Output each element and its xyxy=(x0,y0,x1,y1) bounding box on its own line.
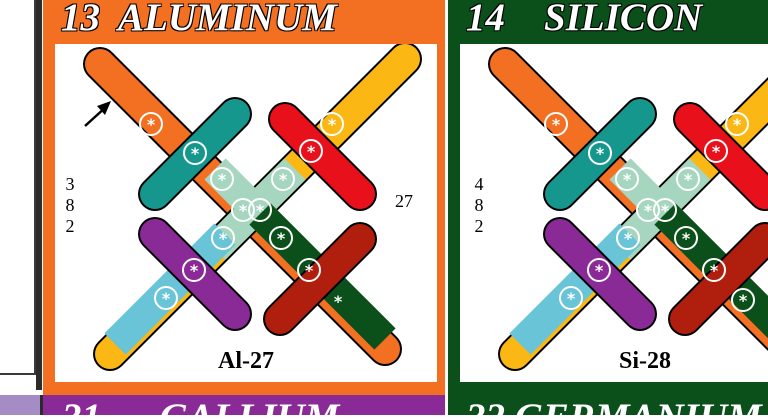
shell-number: 8 xyxy=(63,195,77,216)
shell-number: 2 xyxy=(63,216,77,237)
svg-text:*: * xyxy=(596,144,605,163)
svg-text:*: * xyxy=(162,289,171,308)
svg-text:*: * xyxy=(191,144,200,163)
diagram-area: * * * * * * * * * * * * * * 3 8 2 xyxy=(55,44,437,382)
shell-number: 2 xyxy=(472,216,486,237)
electron-shell-diagram: * * * * * * * * * * * * * * xyxy=(460,44,768,382)
svg-text:*: * xyxy=(334,292,343,311)
svg-text:*: * xyxy=(739,291,748,310)
shell-number: 4 xyxy=(472,174,486,195)
isotope-label: Al-27 xyxy=(176,348,316,375)
electron-marker: * xyxy=(334,292,343,311)
svg-text:*: * xyxy=(147,115,156,134)
svg-text:*: * xyxy=(712,142,721,161)
diagram-area: * * * * * * * * * * * * * * 4 8 2 Si-28 xyxy=(460,44,768,382)
aluminum-card[interactable]: 13 ALUMINUM xyxy=(43,0,445,395)
silicon-card[interactable]: 14 SILICON * xyxy=(448,0,768,395)
arrow-pointer-icon xyxy=(85,101,111,126)
gallium-title: 31 GALLIUM xyxy=(62,395,442,419)
card-title: 13 ALUMINUM xyxy=(61,0,337,40)
svg-text:*: * xyxy=(307,142,316,161)
next-row-edge xyxy=(0,395,40,415)
svg-text:*: * xyxy=(682,229,691,248)
svg-text:*: * xyxy=(624,229,633,248)
panel-divider xyxy=(36,0,42,390)
shell-number: 3 xyxy=(63,174,77,195)
svg-text:*: * xyxy=(219,229,228,248)
svg-text:*: * xyxy=(733,115,742,134)
svg-text:*: * xyxy=(328,115,337,134)
svg-text:*: * xyxy=(256,201,265,220)
previous-card-inner xyxy=(0,0,36,375)
svg-text:*: * xyxy=(623,170,632,189)
svg-text:*: * xyxy=(710,261,719,280)
germanium-title: 32 GERMANIUM xyxy=(466,395,766,419)
svg-text:*: * xyxy=(552,115,561,134)
shell-number: 8 xyxy=(472,195,486,216)
svg-text:*: * xyxy=(684,170,693,189)
isotope-label: Si-28 xyxy=(580,348,710,375)
svg-text:*: * xyxy=(277,229,286,248)
svg-text:*: * xyxy=(661,201,670,220)
svg-text:*: * xyxy=(305,261,314,280)
svg-text:*: * xyxy=(567,289,576,308)
electron-shell-diagram: * * * * * * * * * * * * * * xyxy=(55,44,437,382)
mass-number: 27 xyxy=(395,191,413,212)
svg-text:*: * xyxy=(644,201,653,220)
card-title: 14 SILICON xyxy=(466,0,702,40)
svg-text:*: * xyxy=(239,201,248,220)
svg-text:*: * xyxy=(190,261,199,280)
svg-text:*: * xyxy=(279,170,288,189)
svg-text:*: * xyxy=(218,170,227,189)
svg-text:*: * xyxy=(595,261,604,280)
